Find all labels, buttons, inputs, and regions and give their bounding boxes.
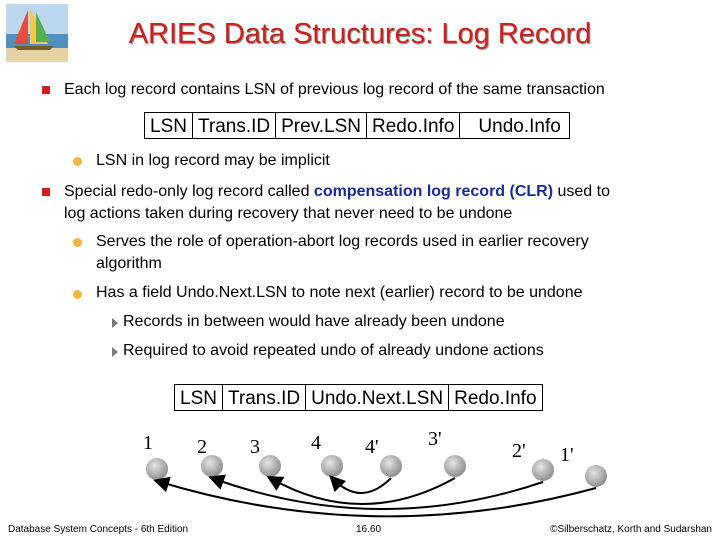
field-trans-id: Trans.ID [223, 385, 307, 410]
record-circle-3-prime [444, 455, 466, 477]
field-lsn: LSN [145, 113, 193, 138]
arrow-1p-to-1 [153, 476, 597, 518]
record-circles [146, 455, 607, 487]
clr-text-pre: Special redo-only log record called [64, 183, 314, 200]
slide-title: ARIES Data Structures: Log Record [128, 18, 592, 50]
subbullet-undo-next-lsn: Has a field Undo.Next.LSN to note next (… [96, 284, 583, 301]
subbullet-lsn-implicit: LSN in log record may be implicit [96, 152, 330, 169]
arrow-3p-to-3 [266, 476, 456, 505]
undo-next-arrows [153, 474, 597, 518]
subsubbullet-avoid-repeated-undo: Required to avoid repeated undo of alrea… [123, 342, 544, 359]
field-undo-info: Undo.Info [478, 116, 561, 137]
bullet-marker [42, 86, 50, 94]
record-label-3-prime: 3' [428, 428, 442, 450]
subbullet-marker [73, 290, 82, 299]
field-redo-info: Redo.Info [454, 388, 537, 409]
record-label-4-prime: 4' [365, 436, 379, 458]
subsubbullet-records-between: Records in between would have already be… [123, 313, 505, 330]
subbullet-marker [73, 238, 82, 247]
bullet-clr-line2: log actions taken during recovery that n… [64, 205, 513, 222]
record-circle-2 [201, 455, 223, 477]
field-redo-info: Redo.Info [367, 113, 461, 138]
record-label-1: 1 [143, 432, 153, 454]
subbullet-marker [73, 157, 82, 166]
subsubbullet-marker [112, 318, 118, 328]
bullet-clr: Special redo-only log record called comp… [64, 181, 610, 203]
sailboat-logo-icon [6, 4, 68, 62]
field-trans-id: Trans.ID [193, 113, 277, 138]
record-circle-4 [321, 455, 343, 477]
field-prev-lsn: Prev.LSN [276, 113, 368, 138]
record-label-4: 4 [311, 432, 321, 454]
record-label-1-prime: 1' [560, 444, 574, 466]
record-label-3: 3 [250, 436, 260, 458]
record-label-2-prime: 2' [512, 440, 526, 462]
clr-text-post: used to [553, 183, 610, 200]
bullet-log-record-lsn: Each log record contains LSN of previous… [64, 81, 605, 98]
footer-book-title: Database System Concepts - 6th Edition [8, 524, 189, 535]
record-circle-2-prime [532, 459, 554, 481]
record-label-2: 2 [197, 436, 207, 458]
footer-page-number: 16.60 [356, 524, 382, 535]
subbullet-operation-abort-line2: algorithm [96, 255, 162, 272]
subbullet-operation-abort: Serves the role of operation-abort log r… [96, 233, 589, 250]
clr-record-fields: LSN Trans.ID Undo.Next.LSN Redo.Info [174, 384, 543, 411]
record-circle-1 [146, 458, 168, 480]
bullet-marker [42, 188, 50, 196]
record-circle-4-prime [380, 455, 402, 477]
footer-copyright: ©Silberschatz, Korth and Sudarshan [550, 524, 712, 535]
record-circle-1-prime [585, 465, 607, 487]
record-circle-3 [259, 455, 281, 477]
clr-highlight: compensation log record (CLR) [313, 183, 554, 200]
field-undo-next-lsn: Undo.Next.LSN [306, 385, 450, 410]
subsubbullet-marker [112, 347, 118, 357]
log-record-fields: LSN Trans.ID Prev.LSN Redo.Info Undo.Inf… [144, 112, 570, 139]
arrow-2p-to-2 [208, 474, 544, 511]
arrow-4p-to-4 [329, 475, 392, 494]
field-lsn: LSN [175, 385, 223, 410]
